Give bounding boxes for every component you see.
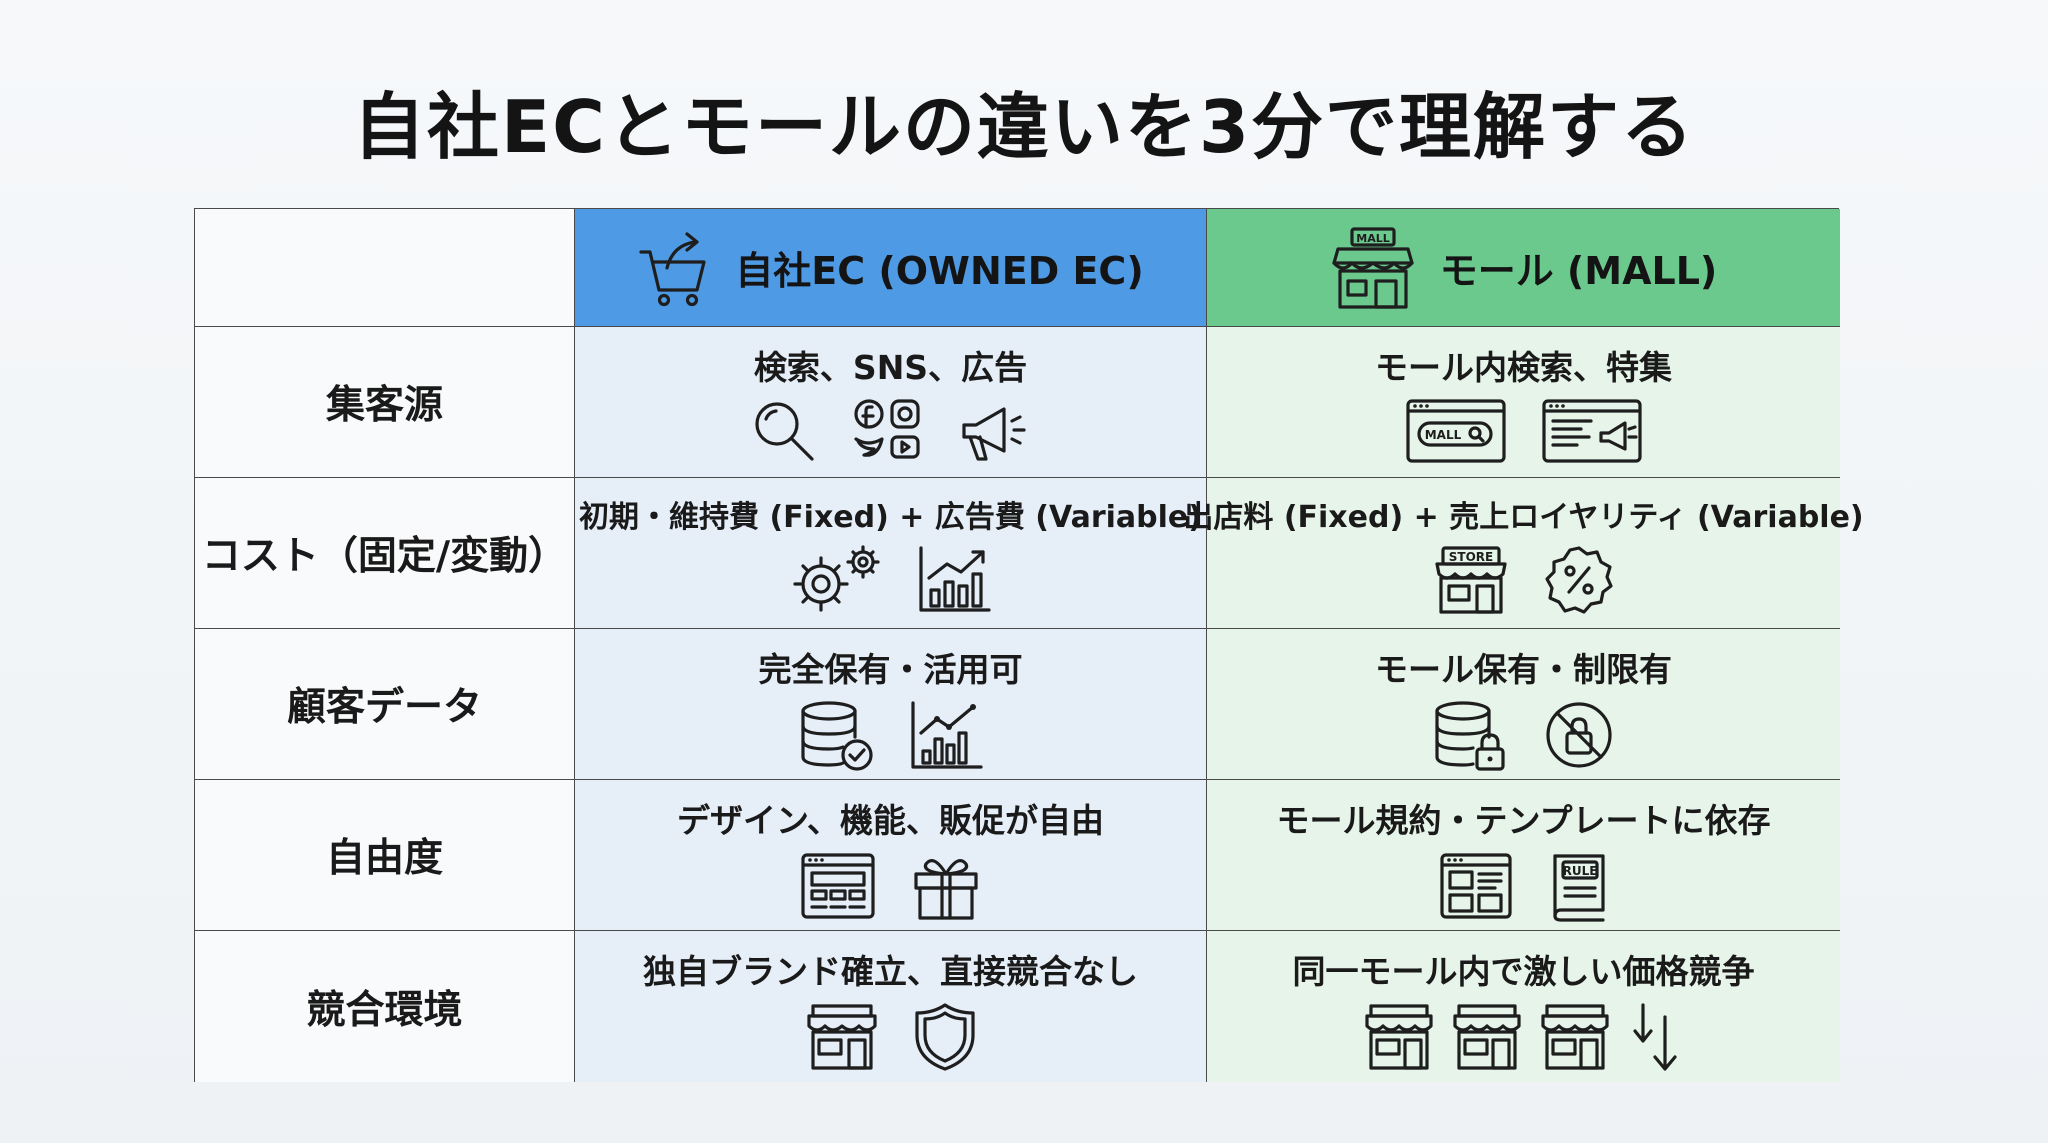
cell-text: モール規約・テンプレートに依存 bbox=[1276, 801, 1771, 840]
featured-ad-window-icon bbox=[1541, 399, 1642, 463]
cell-text: 出店料 (Fixed) + 売上ロイヤリティ (Variable) bbox=[1183, 500, 1864, 535]
store-icon: STORE bbox=[1434, 546, 1507, 614]
cell-text: 独自ブランド確立、直接競合なし bbox=[643, 952, 1138, 991]
restricted-lock-icon bbox=[1545, 702, 1612, 768]
column-header-mall: MALL モール (MALL) bbox=[1207, 209, 1840, 327]
price-down-arrows-icon bbox=[1632, 1003, 1677, 1071]
row-label: 自由度 bbox=[195, 780, 575, 931]
search-icon bbox=[754, 402, 814, 461]
mall-search-window-icon: MALL bbox=[1405, 399, 1506, 463]
row-label: 競合環境 bbox=[195, 931, 575, 1082]
database-lock-icon bbox=[1434, 701, 1505, 771]
column-header-label: 自社EC (OWNED EC) bbox=[735, 249, 1144, 293]
web-design-icon bbox=[800, 853, 875, 919]
database-check-icon bbox=[800, 701, 873, 771]
row-label: 集客源 bbox=[195, 327, 575, 478]
owned-cell-traffic: 検索、SNS、広告 bbox=[575, 327, 1207, 478]
row-label: 顧客データ bbox=[195, 629, 575, 780]
growth-chart-icon bbox=[918, 546, 991, 612]
rulebook-text: RULE bbox=[1562, 864, 1597, 878]
shield-icon bbox=[914, 1003, 975, 1071]
gears-icon bbox=[792, 545, 880, 612]
table-corner bbox=[195, 209, 575, 327]
mall-cell-customer-data: モール保有・制限有 bbox=[1207, 629, 1840, 780]
mall-cell-traffic: モール内検索、特集 MALL bbox=[1207, 327, 1840, 478]
column-header-owned-ec: 自社EC (OWNED EC) bbox=[575, 209, 1207, 327]
cell-text: 同一モール内で激しい価格競争 bbox=[1292, 952, 1755, 991]
mall-cell-freedom: モール規約・テンプレートに依存 RULE bbox=[1207, 780, 1840, 931]
column-header-label: モール (MALL) bbox=[1439, 249, 1718, 293]
megaphone-icon bbox=[961, 407, 1026, 461]
gift-icon bbox=[913, 859, 978, 920]
cell-text: 検索、SNS、広告 bbox=[753, 348, 1028, 387]
competing-store-icon bbox=[1452, 1004, 1521, 1070]
mall-cell-competition: 同一モール内で激しい価格競争 bbox=[1207, 931, 1840, 1082]
analytics-chart-icon bbox=[910, 701, 983, 769]
page-title: 自社ECとモールの違いを3分で理解する bbox=[352, 85, 1696, 169]
social-media-icons bbox=[853, 399, 920, 459]
cell-text: モール内検索、特集 bbox=[1375, 348, 1672, 387]
cell-text: 初期・維持費 (Fixed) + 広告費 (Variable) bbox=[579, 500, 1202, 535]
mall-search-text: MALL bbox=[1424, 428, 1461, 442]
percent-badge-icon bbox=[1544, 546, 1613, 614]
owned-cell-customer-data: 完全保有・活用可 bbox=[575, 629, 1207, 780]
mall-cell-cost: 出店料 (Fixed) + 売上ロイヤリティ (Variable) STORE bbox=[1183, 478, 1864, 629]
comparison-table: 自社EC (OWNED EC) MALL モール (MALL) 集客源 検索、S… bbox=[194, 208, 1864, 1082]
cell-text: 完全保有・活用可 bbox=[758, 650, 1023, 689]
cell-text: モール保有・制限有 bbox=[1375, 650, 1672, 689]
rulebook-icon: RULE bbox=[1552, 854, 1605, 922]
template-icon bbox=[1439, 853, 1512, 919]
row-label: コスト（固定/変動） bbox=[195, 478, 575, 629]
owned-cell-competition: 独自ブランド確立、直接競合なし bbox=[575, 931, 1207, 1082]
competing-store-icon bbox=[1364, 1004, 1433, 1070]
cell-text: デザイン、機能、販促が自由 bbox=[676, 801, 1105, 840]
owned-cell-cost: 初期・維持費 (Fixed) + 広告費 (Variable) bbox=[575, 478, 1207, 629]
cart-arrow-icon bbox=[639, 231, 706, 306]
store-sign-text: STORE bbox=[1448, 550, 1492, 564]
owned-cell-freedom: デザイン、機能、販促が自由 bbox=[575, 780, 1207, 931]
mall-sign-text: MALL bbox=[1356, 232, 1389, 245]
competing-store-icon bbox=[1540, 1004, 1609, 1070]
single-store-icon bbox=[806, 1004, 877, 1070]
mall-storefront-icon: MALL bbox=[1332, 226, 1414, 309]
